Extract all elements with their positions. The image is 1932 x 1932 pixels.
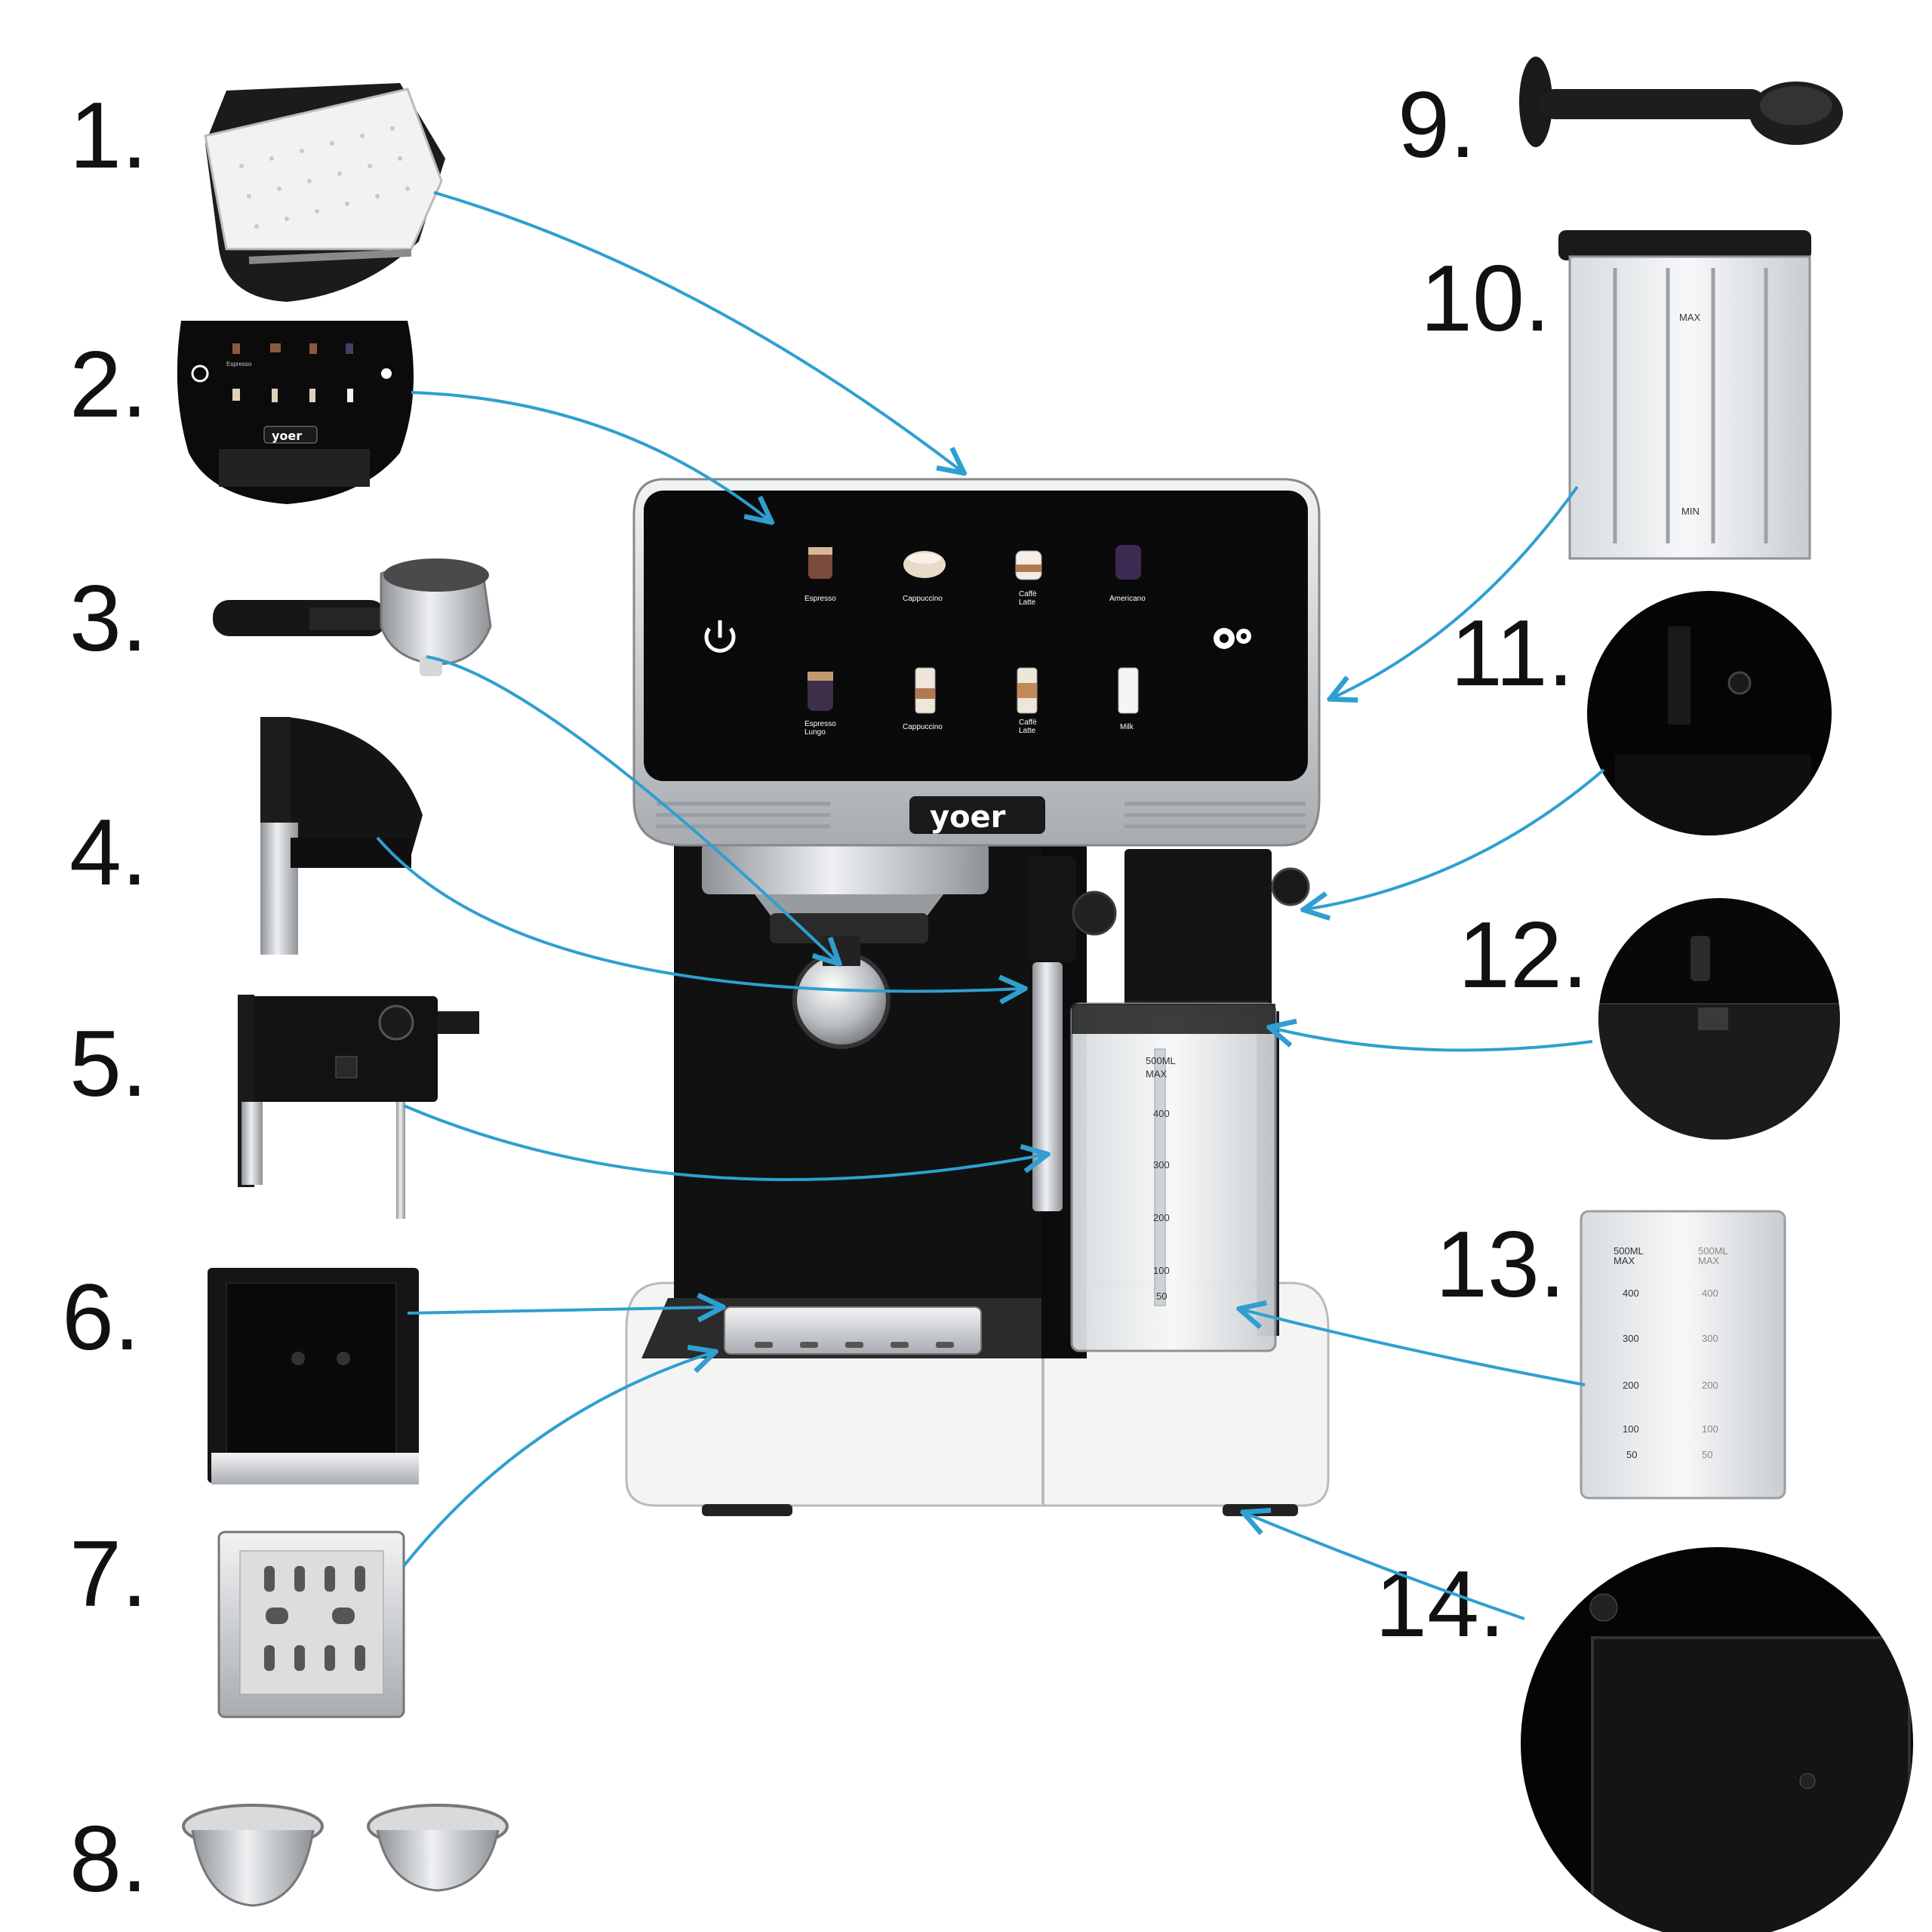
settings-gear-icon[interactable] [1214,628,1251,649]
part-11-water-tank-slot [1587,591,1832,835]
drip-tray-grille [724,1306,982,1355]
brand-plate [909,796,1045,834]
part-10-water-tank: MAX MIN [1558,230,1811,560]
jug-13-mark-50: 50 [1626,1449,1637,1460]
part-6-drip-tray [208,1268,419,1484]
arrow-13 [1241,1309,1586,1386]
callout-numbers: 1. 2. 3. 4. 5. 6. 7. 8. 9. 10. 11. 12. 1… [62,73,1588,1912]
group-head [702,841,989,894]
arrow-3 [426,655,838,962]
arrow-1 [433,191,962,472]
touch-screen[interactable] [644,491,1308,781]
drink-label: Cappuccino [903,723,943,731]
milk-spout [1028,857,1076,962]
milk-module-knob [1271,867,1310,906]
jug-13-mirror-mark-200: 200 [1702,1380,1718,1391]
drink-label: Espresso [804,595,836,603]
machine-jug-mark-200: 200 [1153,1212,1170,1223]
callout-number-12: 12. [1458,903,1588,1008]
drink-button-espresso[interactable]: Espresso [804,547,836,603]
callout-number-5: 5. [69,1012,147,1116]
callout-number-6: 6. [62,1266,140,1370]
part-7-drip-grate [217,1531,405,1718]
jug-13-mirror-mark-400: 400 [1702,1287,1718,1299]
part-8-filter-baskets [182,1804,509,1907]
arrow-5 [403,1104,1045,1182]
drink-button-cappuccino[interactable]: Cappuccino [903,551,946,603]
arrow-11 [1306,768,1605,909]
part-14-machine-underside [1521,1547,1913,1932]
machine-jug-mark-100: 100 [1153,1265,1170,1276]
part-4-milk-frother-module [260,717,423,955]
jug-13-mirror-mark-100: 100 [1702,1423,1718,1435]
callout-arrows [376,191,1605,1620]
jug-13-mark-100: 100 [1623,1423,1639,1435]
power-icon[interactable] [704,620,736,653]
machine-jug-mark-400: 400 [1153,1108,1170,1119]
part-2-control-panel: Espresso yoer [177,321,414,504]
callout-number-9: 9. [1398,73,1475,177]
part-5-milk-system [238,995,479,1219]
callout-number-13: 13. [1435,1213,1565,1317]
drink-button-cappuccino-2[interactable]: Cappuccino [903,667,943,731]
drink-button-americano[interactable]: Americano [1109,545,1146,603]
arrow-12 [1272,1028,1593,1052]
part-3-portafilter [213,558,492,676]
milk-module-housing [1124,849,1272,1011]
steam-wand [1032,962,1063,1211]
arrow-4 [376,836,1023,991]
brand-logo: yoer [930,800,1006,835]
arrow-14 [1245,1513,1525,1620]
callout-number-4: 4. [69,801,147,905]
callout-number-8: 8. [69,1807,147,1912]
jug-13-mark-400: 400 [1623,1287,1639,1299]
part-9-tamper [1519,57,1843,147]
part-12-milk-container-lid [1598,898,1840,1140]
jug-13-mirror-mark-300: 300 [1702,1333,1718,1344]
drink-label: Americano [1109,595,1146,603]
arrow-2 [411,391,770,521]
water-tank-mark-min: MIN [1681,506,1700,517]
jug-13-mirror-mark-50: 50 [1702,1449,1712,1460]
part-2-brand-logo: yoer [272,429,302,443]
callout-number-3: 3. [69,567,147,671]
callout-number-2: 2. [69,333,147,437]
machine-jug-mark-300: 300 [1153,1159,1170,1171]
jug-13-mark-200: 200 [1623,1380,1639,1391]
water-tank-mark-max: MAX [1679,312,1701,323]
machine-body [674,841,1041,1298]
machine-jug-mark-50: 50 [1156,1291,1167,1302]
machine-feet [702,1504,792,1516]
arrow-6 [407,1307,721,1313]
drink-label: Milk [1120,723,1134,731]
callout-number-1: 1. [69,84,147,188]
callout-number-11: 11. [1451,601,1574,706]
callout-number-7: 7. [69,1522,147,1626]
portafilter-knob [792,951,891,1049]
drink-button-milk[interactable]: Milk [1118,667,1139,731]
drink-label: Cappuccino [903,595,943,603]
callout-number-10: 10. [1420,247,1550,351]
part-1-cup-warming-plate [204,83,445,302]
display-vents [657,801,1306,829]
arrow-7 [402,1352,713,1567]
arrow-10 [1332,485,1579,698]
svg-text:Espresso: Espresso [226,361,252,368]
jug-13-mark-300: 300 [1623,1333,1639,1344]
